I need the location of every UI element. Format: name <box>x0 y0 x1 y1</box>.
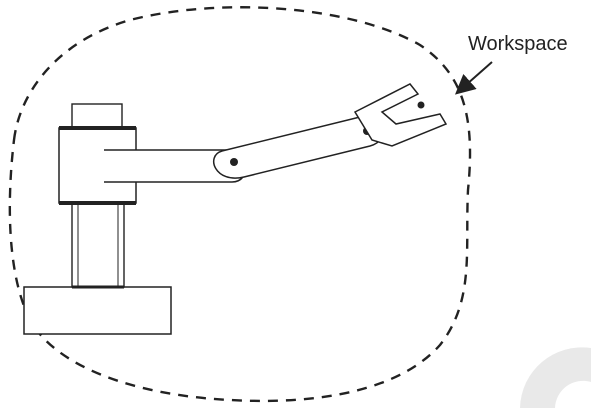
elbow-joint-pin <box>230 158 238 166</box>
gripper <box>353 83 448 147</box>
upper-cap <box>71 103 123 129</box>
elbow-link <box>212 115 384 179</box>
watermark-inner-arc <box>555 380 591 408</box>
robot-pillar <box>71 199 125 288</box>
workspace-boundary <box>8 6 472 403</box>
base-block <box>23 286 172 335</box>
workspace-label: Workspace <box>468 33 568 55</box>
gripper-pin <box>417 101 425 109</box>
workspace-arrow <box>455 61 493 95</box>
